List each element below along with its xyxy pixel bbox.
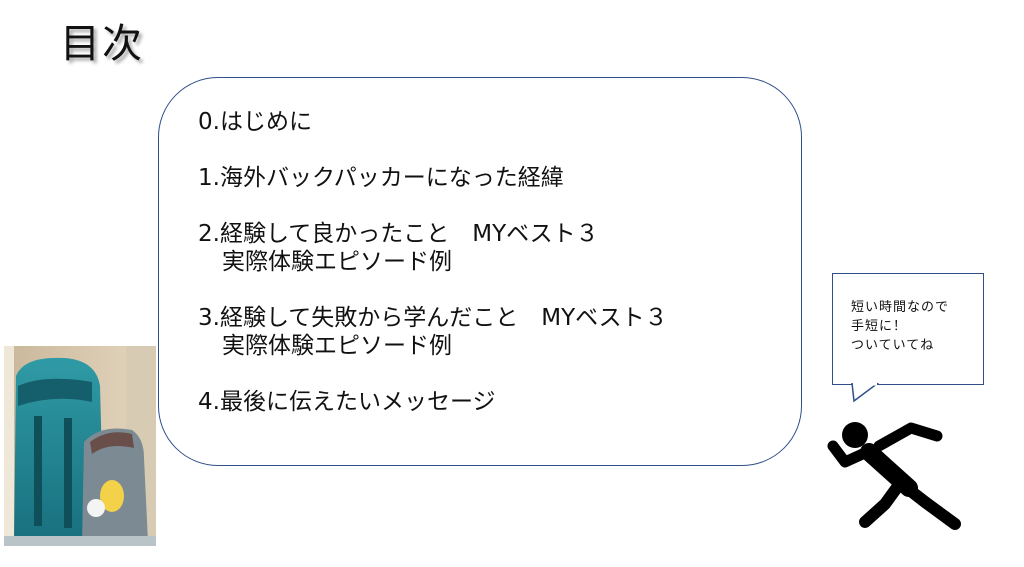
toc-item-0: 0.はじめに	[198, 108, 668, 136]
speech-line-1: 短い時間なので	[851, 300, 950, 315]
backpack-photo	[4, 346, 156, 546]
toc-item-2-label: 2.経験して良かったこと MYベスト３	[198, 221, 599, 247]
toc-item-4: 4.最後に伝えたいメッセージ	[198, 388, 668, 416]
speech-line-3: ついていてね	[851, 338, 935, 353]
toc-item-3: 3.経験して失敗から学んだこと MYベスト３ 実際体験エピソード例	[198, 304, 668, 360]
speech-line-2: 手短に！	[851, 319, 908, 334]
speech-bubble: 短い時間なので 手短に！ ついていてね	[832, 273, 984, 385]
running-person-icon	[827, 422, 961, 530]
toc-item-0-label: 0.はじめに	[198, 109, 312, 135]
toc-box	[158, 77, 802, 466]
speech-bubble-tail	[851, 383, 880, 403]
toc-item-2: 2.経験して良かったこと MYベスト３ 実際体験エピソード例	[198, 220, 668, 276]
toc-item-1: 1.海外バックパッカーになった経緯	[198, 164, 668, 192]
toc-item-3-sublabel: 実際体験エピソード例	[222, 333, 452, 359]
toc-item-4-label: 4.最後に伝えたいメッセージ	[198, 389, 496, 415]
toc-list: 0.はじめに 1.海外バックパッカーになった経緯 2.経験して良かったこと MY…	[198, 108, 668, 444]
slide-title: 目次	[60, 21, 144, 67]
toc-item-1-label: 1.海外バックパッカーになった経緯	[198, 165, 564, 191]
toc-item-2-sublabel: 実際体験エピソード例	[222, 249, 452, 275]
toc-item-3-label: 3.経験して失敗から学んだこと MYベスト３	[198, 305, 668, 331]
